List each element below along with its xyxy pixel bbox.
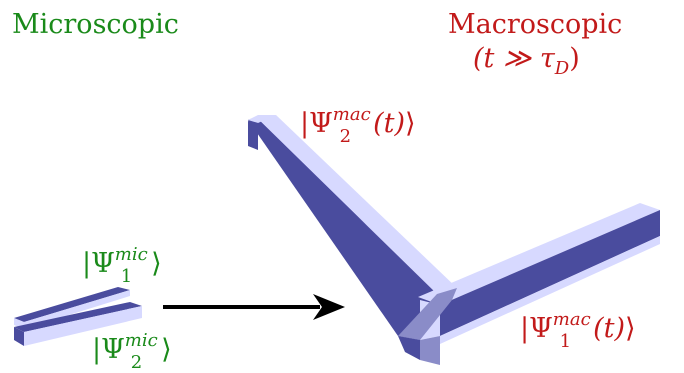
mac-junction-block: [398, 288, 457, 340]
macroscopic-condition: (t ≫ τD): [473, 43, 580, 79]
mac-bar2-end-side: [248, 121, 258, 150]
mic-bar2-face: [24, 306, 142, 346]
mic-bar2-end: [14, 327, 24, 346]
mac-bar2-dark-face: [248, 117, 437, 340]
arrow-head: [313, 294, 345, 320]
mic-bar1-top: [14, 287, 130, 322]
mic-bar2-top: [14, 302, 142, 332]
macroscopic-title: Macroscopic: [448, 9, 622, 40]
mac-bar1-dark-face: [440, 210, 660, 336]
macroscopic-bars: [248, 115, 660, 365]
mac-bar2-end-cap: [248, 115, 276, 123]
mac-bar1-top-face: [418, 203, 660, 305]
mac-bar1-bottom-edge: [440, 236, 660, 344]
mac-junction-side: [398, 336, 420, 360]
mac-junction-front: [420, 336, 440, 365]
transition-arrow: [163, 294, 345, 320]
mac-bar2-light-face: [256, 115, 457, 294]
microscopic-title: Microscopic: [12, 9, 179, 40]
microscopic-bars: [14, 287, 142, 346]
